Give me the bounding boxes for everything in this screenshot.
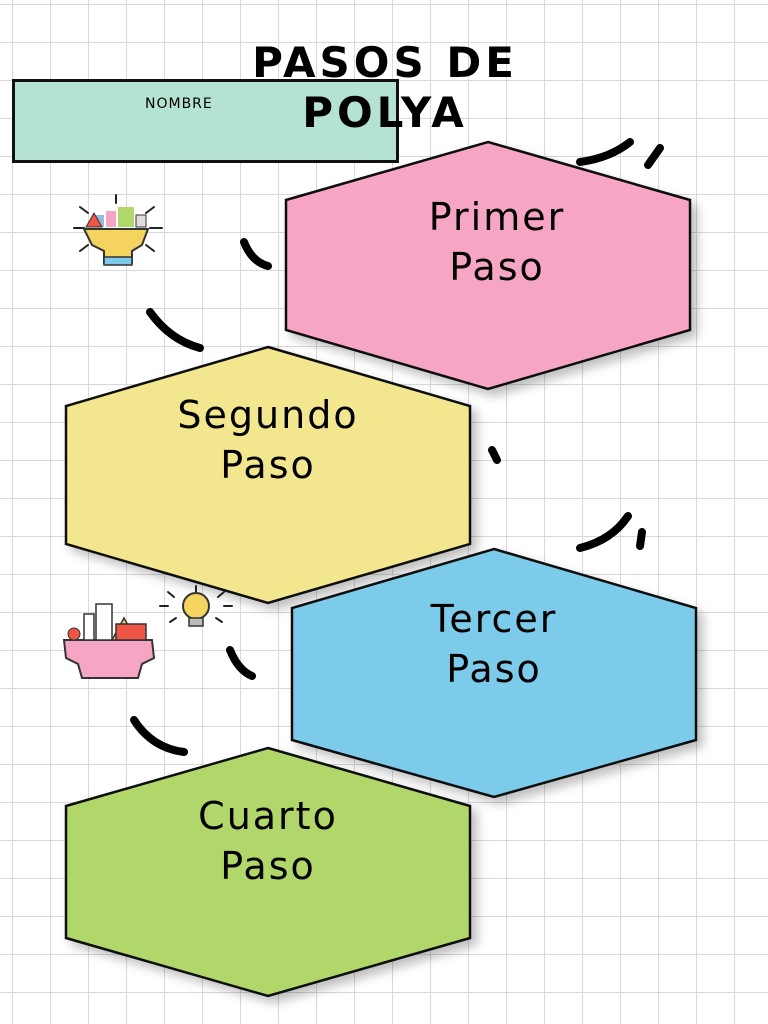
connector-arrows bbox=[130, 138, 664, 756]
lightbulb-head-icon bbox=[73, 194, 163, 266]
name-label: NOMBRE bbox=[145, 96, 213, 112]
step-3[interactable]: Tercer Paso bbox=[290, 547, 698, 799]
step-3-line-2: Paso bbox=[446, 647, 542, 691]
step-4[interactable]: Cuarto Paso bbox=[64, 746, 472, 998]
step-2-line-1: Segundo bbox=[177, 393, 358, 437]
arrow-left-4 bbox=[130, 716, 188, 756]
arrow-right-2 bbox=[576, 512, 632, 552]
hexagon-step-1 bbox=[284, 140, 692, 391]
step-4-line-1: Cuarto bbox=[198, 794, 338, 838]
hexagon-step-2 bbox=[64, 345, 472, 605]
arrow-top-right bbox=[576, 138, 634, 166]
page-title: PASOS DE POLYA bbox=[252, 38, 518, 137]
arrow-left-1 bbox=[240, 238, 272, 270]
name-box[interactable]: NOMBRE bbox=[12, 79, 399, 163]
arrow-right-2-tip bbox=[636, 528, 646, 550]
step-1-line-2: Paso bbox=[449, 245, 545, 289]
step-3-line-1: Tercer bbox=[430, 597, 558, 641]
arrow-left-3 bbox=[226, 646, 256, 680]
arrow-small bbox=[488, 446, 501, 464]
arrow-left-2 bbox=[146, 308, 204, 352]
step-4-line-2: Paso bbox=[220, 844, 316, 888]
step-1[interactable]: Primer Paso bbox=[284, 140, 692, 391]
step-2[interactable]: Segundo Paso bbox=[64, 345, 472, 605]
hexagon-step-3 bbox=[290, 547, 698, 799]
lightbulb-icon bbox=[159, 585, 233, 627]
step-1-line-1: Primer bbox=[429, 195, 565, 239]
head-thinking-icon bbox=[62, 603, 156, 679]
hexagon-step-4 bbox=[64, 746, 472, 998]
arrow-top-right-tip bbox=[644, 144, 664, 169]
step-2-line-2: Paso bbox=[220, 443, 316, 487]
